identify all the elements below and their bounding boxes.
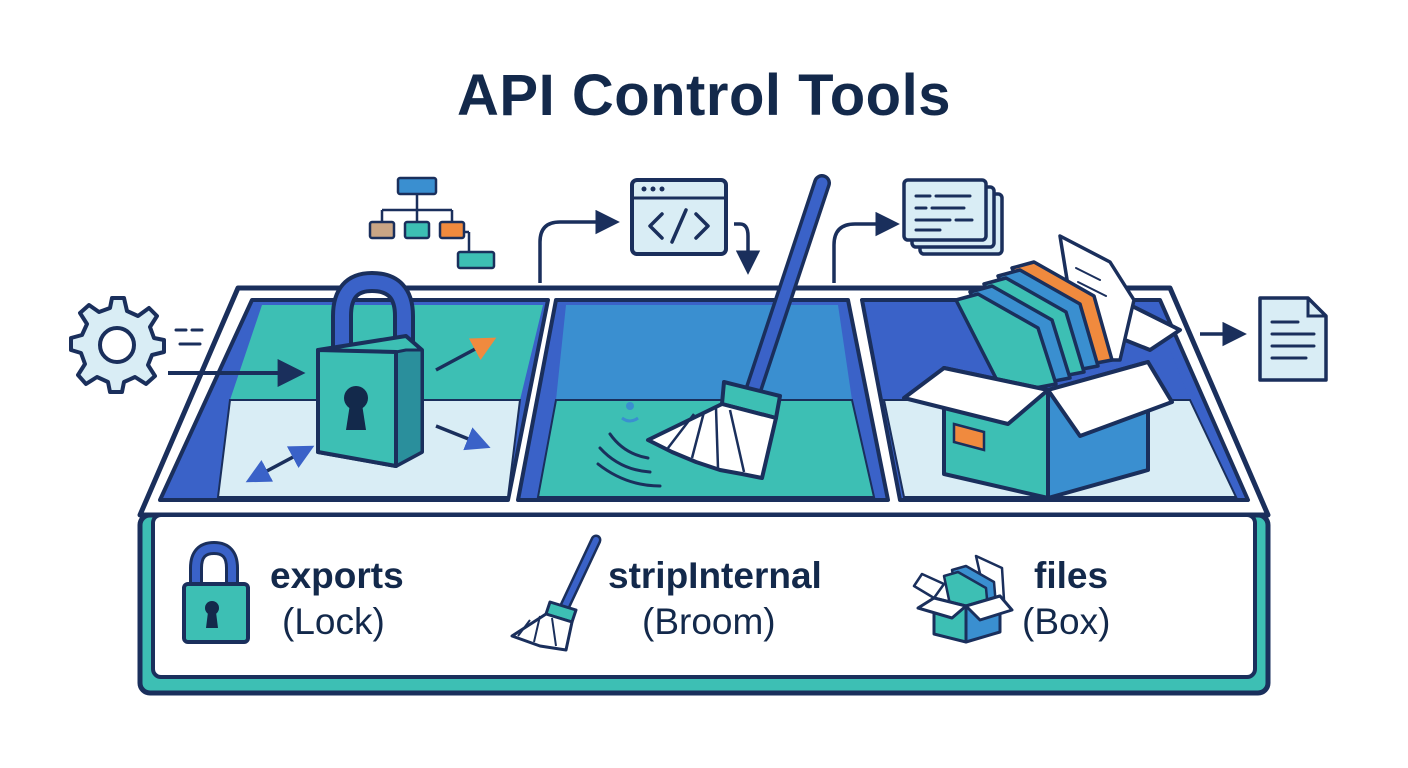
- page-title: API Control Tools: [457, 63, 951, 128]
- sparkle: [621, 402, 639, 423]
- broom-icon: [646, 174, 831, 480]
- arrow-lock-out: [435, 337, 497, 372]
- tree-diagram-icon: [368, 176, 496, 270]
- tool-icon-label-exports: (Lock): [282, 601, 385, 642]
- arrow-lock-down: [435, 424, 491, 451]
- gear-icon: [69, 296, 166, 394]
- arrow-code-down: [734, 222, 761, 275]
- tool-icon-label-stripinternal: (Broom): [642, 601, 776, 642]
- lock-icon: [316, 270, 424, 468]
- tool-name-exports: exports: [270, 555, 404, 596]
- label-exports: exports (Lock): [270, 553, 404, 645]
- code-window-icon: [630, 178, 728, 256]
- tool-icon-label-files: (Box): [1022, 601, 1111, 642]
- speed-lines: [174, 328, 204, 346]
- small-box-icon: [912, 554, 1014, 644]
- tool-name-stripinternal: stripInternal: [608, 555, 822, 596]
- arrow-double: [245, 445, 315, 483]
- small-lock-icon: [182, 540, 250, 644]
- documents-icon: [902, 178, 1004, 256]
- sweep-lines: [596, 432, 662, 488]
- page-icon: [1258, 296, 1328, 382]
- tool-name-files: files: [1034, 555, 1109, 596]
- small-broom-icon: [510, 534, 602, 652]
- arrow-to-code: [538, 209, 620, 283]
- compartment-stripinternal: [516, 298, 890, 502]
- label-files: files (Box): [1022, 553, 1110, 645]
- box-icon: [902, 234, 1182, 500]
- label-stripinternal: stripInternal (Broom): [608, 553, 822, 645]
- arrow-to-documents: [832, 211, 900, 283]
